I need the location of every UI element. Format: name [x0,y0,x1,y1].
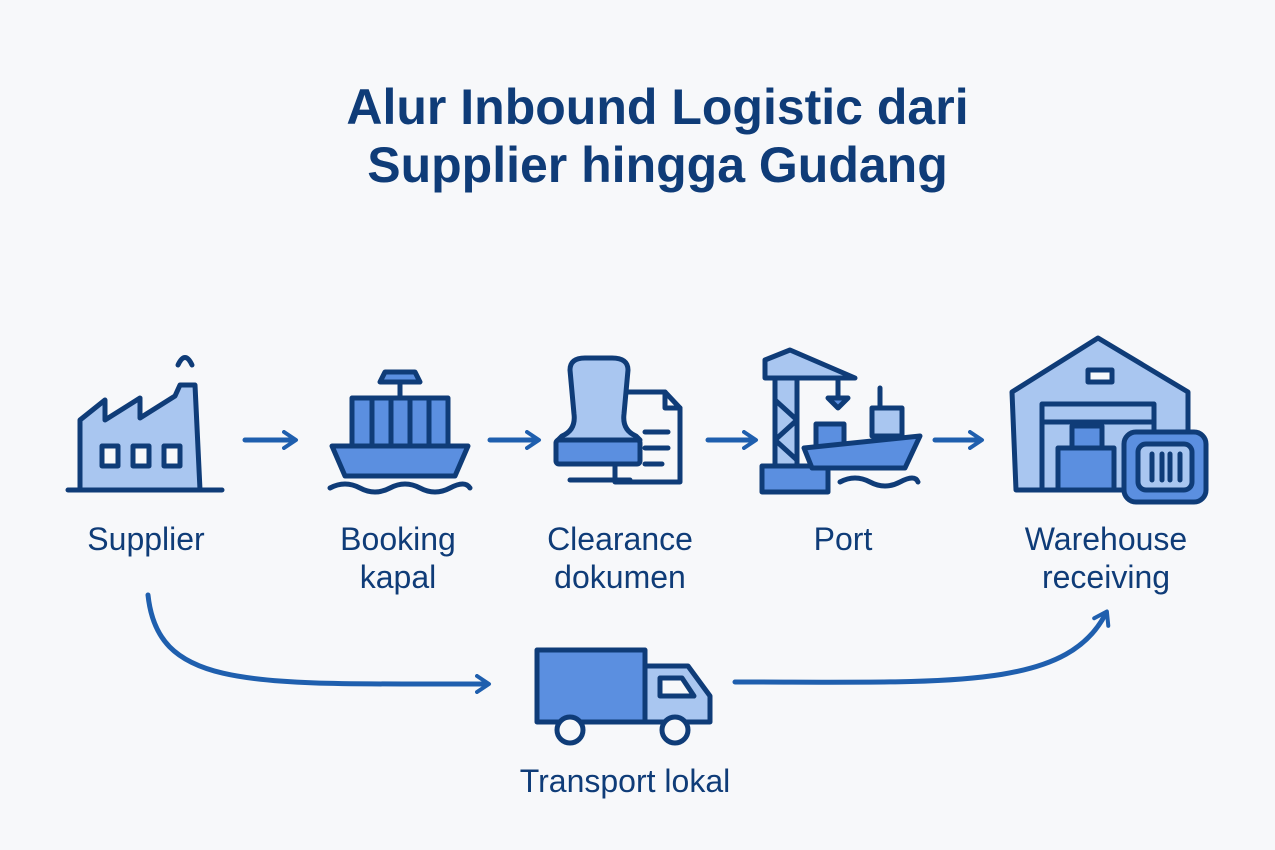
port-crane-icon [759,347,923,495]
step-label-warehouse: Warehouse receiving [1024,521,1188,595]
factory-icon [65,355,225,493]
step-label-supplier: Supplier [87,521,205,557]
title-line-1: Alur Inbound Logistic dari [346,79,969,135]
bypass-label-transport: Transport lokal [519,763,731,799]
bypass-arrows [145,592,1111,695]
cargo-ship-icon [327,369,473,495]
step-label-clearance: Clearance dokumen [547,521,693,595]
step-label-port: Port [813,521,873,557]
arrow-transport-to-warehouse [732,609,1111,685]
warehouse-icon [1009,335,1209,505]
diagram-title: Alur Inbound Logistic dari Supplier hing… [0,78,1275,194]
title-line-2: Supplier hingga Gudang [367,137,948,193]
step-label-booking: Booking kapal [340,521,456,595]
customs-stamp-icon [553,355,683,485]
arrow-supplier-to-transport [145,592,491,695]
truck-icon [534,647,713,746]
